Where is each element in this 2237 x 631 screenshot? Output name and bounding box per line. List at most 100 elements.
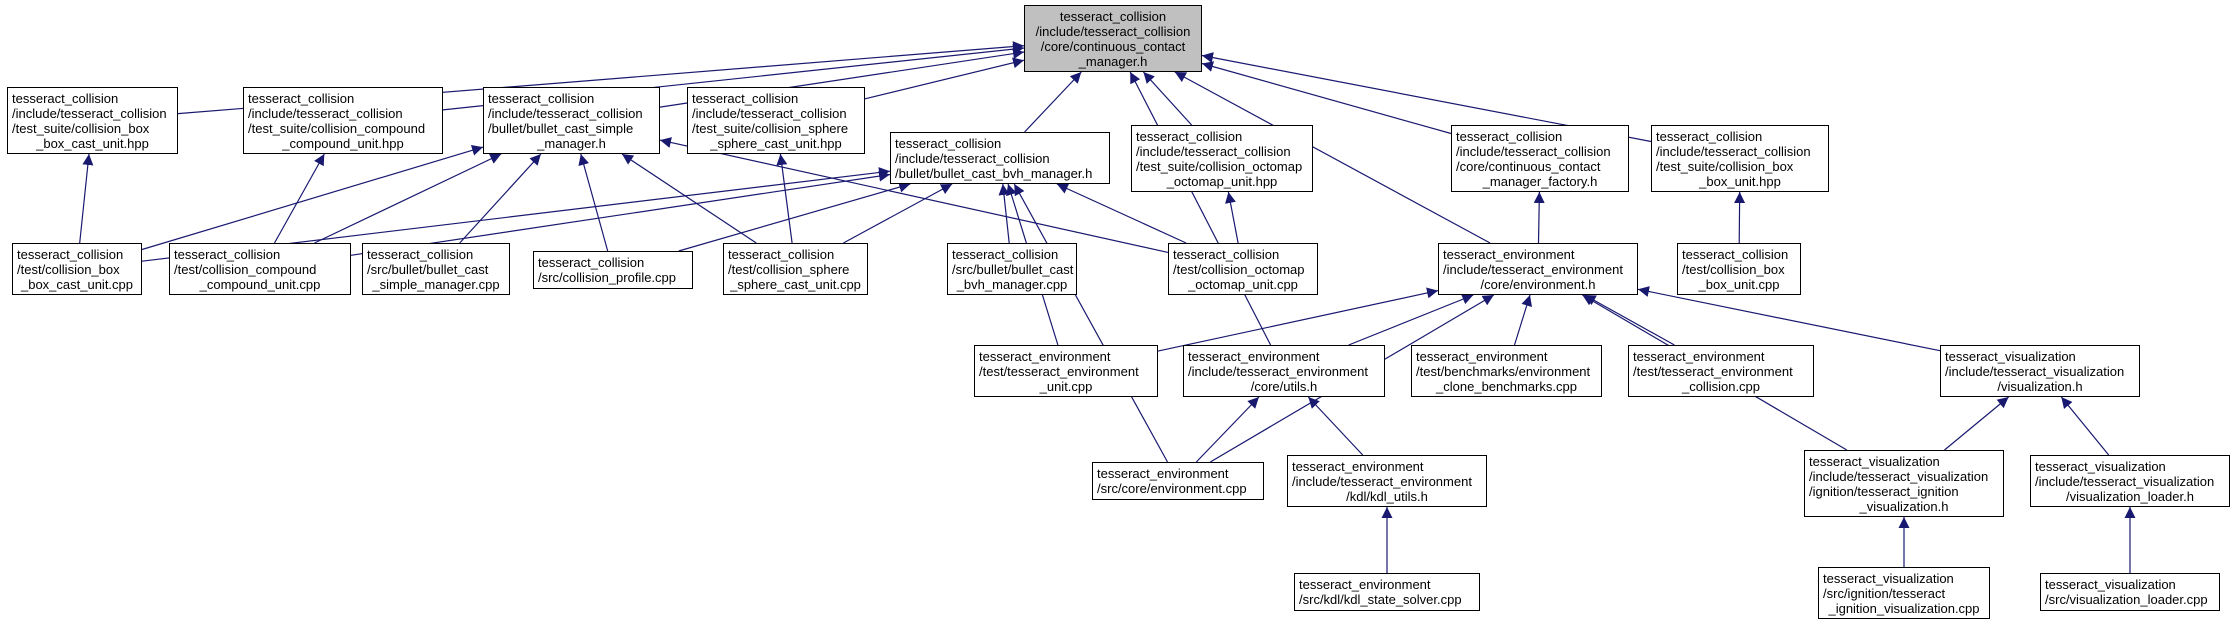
node-line: /test_suite/collision_compound [248, 120, 426, 136]
node-collision-sphere-sphere-cast-unit-cpp[interactable]: tesseract_collision /test/collision_sphe… [723, 243, 868, 295]
node-line: _manager.h [537, 135, 606, 151]
node-collision-octomap-unit-hpp[interactable]: tesseract_collision /include/tesseract_c… [1131, 125, 1313, 192]
node-bullet-cast-simple-manager-cpp[interactable]: tesseract_collision /src/bullet/bullet_c… [362, 243, 510, 295]
node-line: _manager_factory.h [1482, 173, 1598, 189]
node-kdl-utils-h[interactable]: tesseract_environment /include/tesseract… [1287, 455, 1487, 507]
edge-bullet_bvh_cpp-to-bullet_bvh_h [998, 183, 1010, 244]
node-line: /include/tesseract_visualization [1809, 468, 1989, 484]
node-tesseract-ignition-visualization-h[interactable]: tesseract_visualization /include/tessera… [1804, 450, 2004, 517]
node-line: /test/tesseract_environment [1633, 363, 1793, 379]
edge-utils_h-to-environment_h [1348, 293, 1474, 346]
node-collision-octomap-unit-cpp[interactable]: tesseract_collision /test/collision_octo… [1168, 243, 1318, 295]
node-line: _unit.cpp [1039, 378, 1093, 394]
node-line: tesseract_environment [1292, 458, 1424, 474]
node-collision-box-box-cast-unit-hpp[interactable]: tesseract_collision /include/tesseract_c… [7, 87, 178, 154]
node-line: _sphere_cast_unit.cpp [730, 276, 861, 292]
node-tesseract-ignition-visualization-cpp[interactable]: tesseract_visualization /src/ignition/te… [1818, 567, 1990, 619]
node-line: /include/tesseract_environment [1188, 363, 1368, 379]
node-line: /include/tesseract_visualization [2035, 473, 2215, 489]
node-collision-profile-cpp[interactable]: tesseract_collision /src/collision_profi… [533, 251, 693, 289]
node-line: _octomap_unit.hpp [1166, 173, 1278, 189]
edge-visualization_h-to-environment_h [1637, 286, 1941, 352]
node-environment-cpp[interactable]: tesseract_environment /src/core/environm… [1092, 462, 1264, 500]
node-line: /include/tesseract_collision [1136, 143, 1291, 159]
node-line: _box_unit.cpp [1698, 276, 1780, 292]
edge-env_collision_cpp-to-environment_h [1584, 294, 1675, 346]
edge-bullet_simple_cpp-to-bullet_simple_h [459, 153, 542, 244]
node-collision-sphere-sphere-cast-unit-hpp[interactable]: tesseract_collision /include/tesseract_c… [687, 87, 865, 154]
node-bullet-cast-bvh-manager-cpp[interactable]: tesseract_collision /src/bullet/bullet_c… [947, 243, 1077, 295]
edge-octomap_cpp-to-bullet_bvh_h [1056, 183, 1187, 244]
node-line: _bvh_manager.cpp [956, 276, 1068, 292]
node-line: tesseract_visualization [2035, 458, 2166, 474]
node-collision-box-box-cast-unit-cpp[interactable]: tesseract_collision /test/collision_box … [12, 243, 142, 295]
node-line: tesseract_collision [952, 246, 1059, 262]
node-line: /bullet/bullet_cast_bvh_manager.h [895, 165, 1093, 181]
edge-compound_cpp-to-bullet_simple_h [314, 153, 502, 244]
edge-box_box_cast_cpp-to-bullet_simple_h [141, 144, 484, 251]
node-line: tesseract_visualization [2045, 577, 2176, 592]
edge-profile_cpp-to-bullet_simple_h [578, 153, 609, 252]
node-line: /include/tesseract_collision [1035, 23, 1191, 39]
node-line: _simple_manager.cpp [372, 276, 500, 292]
node-continuous-contact-manager-factory-h[interactable]: tesseract_collision /include/tesseract_c… [1451, 125, 1629, 192]
node-line: _compound_unit.hpp [282, 135, 404, 151]
node-line: /test/collision_box [1682, 261, 1785, 277]
node-tesseract-environment-collision-cpp[interactable]: tesseract_environment /test/tesseract_en… [1628, 345, 1814, 397]
node-line: /include/tesseract_collision [1456, 143, 1611, 159]
node-line: _octomap_unit.cpp [1188, 276, 1298, 292]
node-line: /core/continuous_contact [1040, 38, 1186, 54]
node-bullet-cast-bvh-manager-h[interactable]: tesseract_collision /include/tesseract_c… [890, 132, 1110, 184]
node-visualization-loader-cpp[interactable]: tesseract_visualization /src/visualizati… [2040, 573, 2220, 611]
node-line: tesseract_collision [248, 90, 355, 106]
node-continuous-contact-manager-h[interactable]: tesseract_collision /include/tesseract_c… [1024, 5, 1202, 72]
node-line: /core/utils.h [1250, 378, 1318, 394]
node-bullet-cast-simple-manager-h[interactable]: tesseract_collision /include/tesseract_c… [483, 87, 660, 154]
node-environment-h[interactable]: tesseract_environment /include/tesseract… [1438, 243, 1638, 295]
node-tesseract-environment-unit-cpp[interactable]: tesseract_environment /test/tesseract_en… [974, 345, 1158, 397]
node-line: tesseract_collision [728, 246, 835, 262]
node-line: /include/tesseract_collision [248, 105, 403, 121]
node-line: _clone_benchmarks.cpp [1436, 378, 1577, 394]
edge-environment_h-to-root [1174, 71, 1491, 244]
node-line: /core/continuous_contact [1456, 158, 1601, 174]
edge-factory_h-to-root [1201, 61, 1452, 135]
node-line: /include/tesseract_collision [692, 105, 847, 121]
node-line: tesseract_visualization [1823, 570, 1954, 586]
node-line: /src/collision_profile.cpp [538, 270, 677, 285]
node-line: tesseract_collision [895, 135, 1002, 151]
node-line: /include/tesseract_collision [1656, 143, 1811, 159]
node-line: tesseract_collision [488, 90, 595, 106]
node-line: tesseract_collision [367, 246, 474, 262]
node-line: tesseract_collision [1136, 128, 1243, 144]
edge-compound_cpp-to-bullet_bvh_h [350, 170, 891, 256]
node-line: tesseract_environment [1633, 348, 1765, 364]
node-line: /kdl/kdl_utils.h [1346, 488, 1428, 504]
node-line: /test/tesseract_environment [979, 363, 1139, 379]
edge-environment_cpp-to-bullet_bvh_h [1013, 183, 1169, 463]
node-visualization-h[interactable]: tesseract_visualization /include/tessera… [1940, 345, 2140, 397]
node-line: _box_cast_unit.hpp [36, 135, 149, 151]
edge-box_box_cast_cpp-to-box_box_cast_hpp [79, 153, 94, 244]
node-line: /core/environment.h [1480, 276, 1596, 292]
node-line: /include/tesseract_collision [895, 150, 1050, 166]
node-line: tesseract_collision [1456, 128, 1563, 144]
node-environment-utils-h[interactable]: tesseract_environment /include/tesseract… [1183, 345, 1385, 397]
node-visualization-loader-h[interactable]: tesseract_visualization /include/tessera… [2030, 455, 2230, 507]
node-line: tesseract_visualization [1945, 348, 2076, 364]
node-environment-clone-benchmarks-cpp[interactable]: tesseract_environment /test/benchmarks/e… [1411, 345, 1602, 397]
node-collision-compound-unit-hpp[interactable]: tesseract_collision /include/tesseract_c… [243, 87, 443, 154]
edge-vis_loader_h-to-visualization_h [2060, 396, 2110, 456]
node-collision-box-box-unit-cpp[interactable]: tesseract_collision /test/collision_box … [1677, 243, 1801, 295]
node-line: tesseract_environment [979, 348, 1111, 364]
node-collision-box-box-unit-hpp[interactable]: tesseract_collision /include/tesseract_c… [1651, 125, 1829, 192]
node-line: tesseract_environment [1188, 348, 1320, 364]
node-collision-compound-unit-cpp[interactable]: tesseract_collision /test/collision_comp… [169, 243, 351, 295]
node-line: tesseract_collision [17, 246, 124, 262]
edge-box_box_cpp-to-box_box_hpp [1734, 191, 1746, 244]
node-line: /include/tesseract_environment [1292, 473, 1472, 489]
node-kdl-state-solver-cpp[interactable]: tesseract_environment /src/kdl/kdl_state… [1294, 573, 1480, 611]
node-line: tesseract_collision [1682, 246, 1789, 262]
edge-env_unit_cpp-to-environment_h [1157, 287, 1439, 352]
node-line: /src/kdl/kdl_state_solver.cpp [1299, 592, 1462, 607]
